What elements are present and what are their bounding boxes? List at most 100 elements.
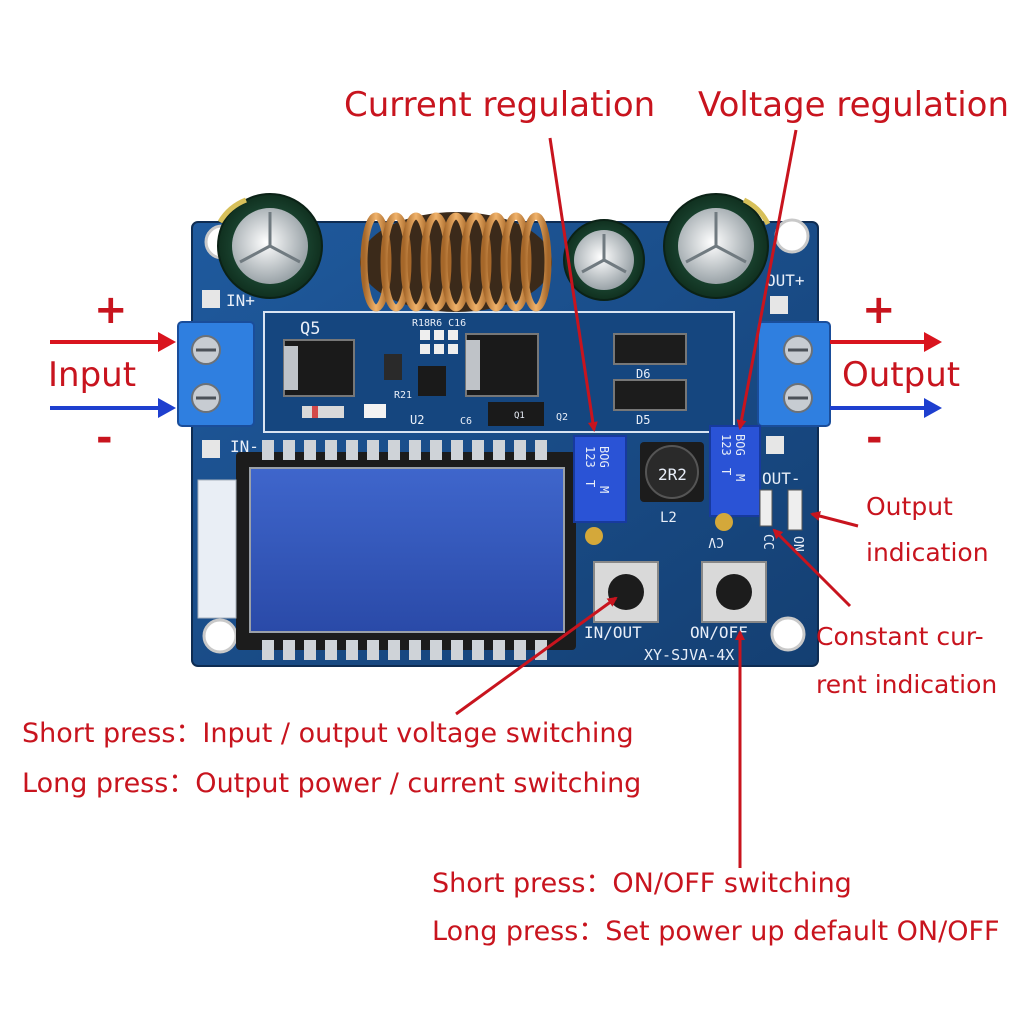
lcd-pin [388,440,400,460]
current-trimpot [573,435,627,545]
lcd-pin [304,640,316,660]
capacitor-left [217,193,323,299]
lcd-pin [514,640,526,660]
output-plus-arrow-head [924,332,942,352]
input-minus-arrow-head [158,398,176,418]
silk-d5: D5 [636,413,650,427]
voltage-trimpot-markings: 123 T BOG M [719,434,747,481]
output-label: Output [842,355,961,395]
silk-c6: C6 [460,416,472,427]
voltage-regulation-leader [736,129,798,430]
lcd-pin [283,640,295,660]
coil-turn [480,212,512,312]
svg-text:BOG: BOG [733,434,747,456]
voltage-regulation-label: Voltage regulation [698,85,1010,125]
lcd-pin [472,640,484,660]
lcd-pin [430,640,442,660]
silk-model: XY-SJVA-4X [644,646,734,664]
constant-current-leader [772,528,852,608]
constant-current-label-line1: Constant cur- [816,622,984,651]
inout-short-press-label: Short press：Input / output voltage switc… [22,718,634,749]
lcd-pin [451,440,463,460]
lcd-pin [262,440,274,460]
coil-turn [420,212,452,312]
toroid-inductor [360,212,552,312]
silk-d6: D6 [636,367,650,381]
cc-led [759,489,773,527]
lcd-pin [409,640,421,660]
diode-d1-band [312,406,318,418]
lcd-pin [304,440,316,460]
inout-button-leader [455,596,618,716]
silk-in-plus: IN+ [226,291,255,310]
lcd-pin [388,640,400,660]
constant-current-label-line2: rent indication [816,670,998,699]
onoff-short-press-label: Short press：ON/OFF switching [432,868,852,899]
lcd-pin [262,640,274,660]
inductor-l2 [640,442,704,502]
output-minus-arrow-head [924,398,942,418]
mosfet-q5-tab [284,346,298,390]
current-regulation-label: Current regulation [344,85,656,125]
silk-in-minus: IN- [230,437,259,456]
mounting-hole [770,616,806,652]
pad-out-minus [766,436,784,454]
inductor-marking: 2R2 [658,465,687,484]
capacitor-middle [563,219,645,301]
input-plus-arrow-head [158,332,176,352]
silk-onoff: ON/OFF [690,623,748,642]
on-led [787,489,803,531]
lcd-pin [493,440,505,460]
output-indication-label-line1: Output [866,492,953,521]
svg-text:M: M [597,486,611,493]
coil-turn [360,212,392,312]
svg-text:T: T [719,468,733,475]
coil-turn [500,212,532,312]
coil-turn [400,212,432,312]
onoff-long-press-label: Long press：Set power up default ON/OFF [432,916,1000,947]
silk-cc: CC [760,534,775,550]
silk-out-plus: OUT+ [766,271,805,290]
lcd-display [197,440,576,660]
pad-in-minus [202,440,220,458]
lcd-pin [493,640,505,660]
silk-q5: Q5 [300,319,320,339]
diode-d6 [613,333,687,365]
input-plus-sign: + [94,287,128,333]
svg-text:T: T [583,480,597,487]
lcd-pin [325,440,337,460]
lcd-pin [430,440,442,460]
onoff-push-button [701,561,767,623]
silk-q2: Q2 [556,412,568,423]
coil-turn [520,212,552,312]
lcd-pin [367,640,379,660]
input-minus-sign: - [96,415,113,461]
mounting-hole [202,618,238,654]
silk-out-minus: OUT- [762,469,801,488]
transistor-q1 [488,402,544,426]
output-indication-leader [810,511,859,528]
current-regulation-leader [548,137,598,432]
lcd-pin [535,440,547,460]
input-label: Input [48,355,137,395]
current-trimpot-markings: 123 T BOG M [583,446,611,493]
lcd-pin [451,640,463,660]
svg-text:123: 123 [583,446,597,468]
resistor-r21 [384,354,402,380]
voltage-trimpot [709,425,761,531]
regulator-u2 [418,366,446,396]
capacitor-right [663,193,771,299]
lcd-pin [283,440,295,460]
svg-text:BOG: BOG [597,446,611,468]
pad-in-plus [202,290,220,308]
svg-text:123: 123 [719,434,733,456]
output-minus-sign: - [866,415,883,461]
lcd-pin [325,640,337,660]
output-plus-sign: + [862,287,896,333]
pad-out-plus [770,296,788,314]
mounting-hole [774,218,810,254]
lcd-pin [409,440,421,460]
lcd-pin [346,440,358,460]
inout-push-button [593,561,659,623]
